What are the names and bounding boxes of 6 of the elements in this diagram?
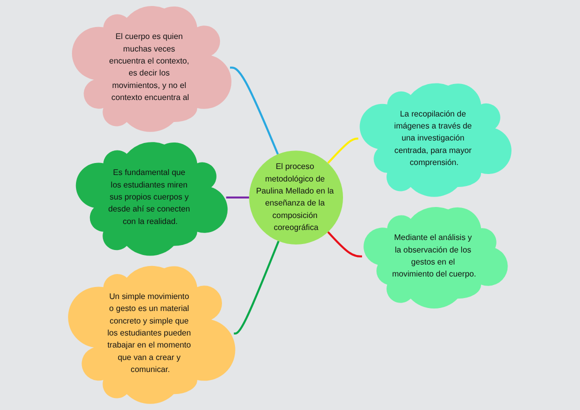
connector — [230, 66, 280, 155]
connector — [234, 240, 280, 335]
connector — [327, 138, 358, 164]
connector — [226, 196, 250, 199]
node-circle: El proceso metodológico de Paulina Mellado en la enseñanza de la composición coreográfica — [249, 150, 344, 244]
connector — [327, 231, 362, 258]
